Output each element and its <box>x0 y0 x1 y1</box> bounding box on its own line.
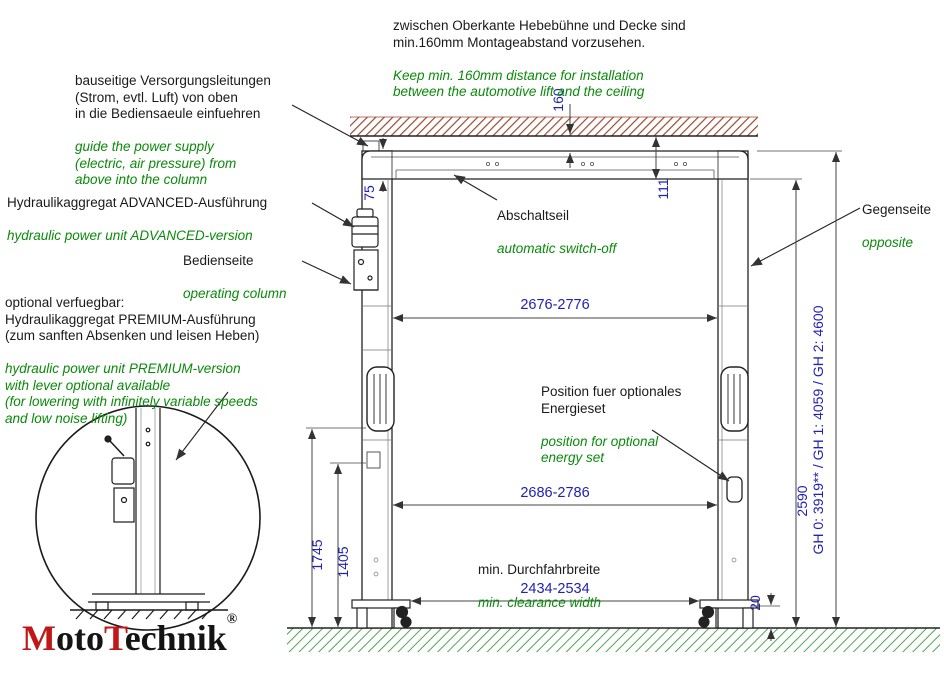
dimension-lines <box>306 104 842 641</box>
leader-power-supply <box>291 104 369 147</box>
note-opposite-side-de: Gegenseite <box>862 202 932 218</box>
hydraulic-unit-advanced <box>351 208 379 291</box>
ceiling-hatch <box>350 116 758 137</box>
note-switch-off-de: Abschaltseil <box>497 208 570 224</box>
dim-2590: 2590 <box>794 485 810 516</box>
note-switch-off-en: automatic switch-off <box>497 241 617 257</box>
note-energy-set-en: position for optional energy set <box>541 433 659 466</box>
lift-structure <box>351 140 759 629</box>
note-operating-column-de: Bedienseite <box>183 253 254 269</box>
note-clearance-width-en: min. clearance width <box>478 595 602 611</box>
mototechnik-logo: MotoTechnik® <box>22 613 237 658</box>
dim-20: 20 <box>747 595 763 611</box>
dim-111: 111 <box>655 178 671 199</box>
energy-set-position-marker <box>726 476 743 503</box>
dim-1405: 1405 <box>335 546 351 577</box>
note-hydraulic-premium: optional verfuegbar: Hydraulikaggregat P… <box>5 279 259 444</box>
note-ceiling-distance-en: Keep min. 160mm distance for installatio… <box>393 67 645 100</box>
logo-echnik: echnik <box>124 618 227 658</box>
leader-opposite-column <box>750 207 861 267</box>
leader-premium-detail <box>175 391 229 461</box>
dim-75: 75 <box>361 185 377 201</box>
note-hydraulic-premium-de: optional verfuegbar: Hydraulikaggregat P… <box>5 295 260 344</box>
leader-advanced-unit <box>311 202 355 228</box>
leader-operating-column <box>301 260 352 285</box>
note-opposite-side-en: opposite <box>862 235 914 251</box>
left-column-panel <box>366 451 381 469</box>
floor-hatch <box>287 627 940 652</box>
carriage-pads <box>366 366 749 432</box>
note-switch-off: Abschaltseil automatic switch-off <box>497 192 616 274</box>
note-hydraulic-premium-en: hydraulic power unit PREMIUM-version wit… <box>5 361 258 426</box>
note-hydraulic-advanced-de: Hydraulikaggregat ADVANCED-Ausführung <box>7 195 268 211</box>
logo-letter-t: T <box>103 618 125 658</box>
detail-circle-premium <box>35 405 261 631</box>
dim-drive-through-width: 2434-2534 <box>520 581 589 597</box>
note-opposite-side: Gegenseite opposite <box>862 186 931 268</box>
note-clearance-width-de: min. Durchfahrbreite <box>478 562 601 578</box>
dim-inner-width-bottom: 2686-2786 <box>520 485 589 501</box>
note-ceiling-distance: zwischen Oberkante Hebebühne und Decke s… <box>393 2 686 117</box>
logo-registered-mark: ® <box>226 612 238 627</box>
leader-lines <box>175 104 861 482</box>
cable-entry-box <box>362 140 380 152</box>
base-plates <box>351 599 759 629</box>
note-power-supply: bauseitige Versorgungsleitungen (Strom, … <box>75 57 271 205</box>
note-operating-column: Bedienseite operating column <box>183 237 287 319</box>
leader-switch-off <box>453 174 498 201</box>
left-roller <box>395 605 409 619</box>
dim-overall-height: GH 0: 3919** / GH 1: 4059 / GH 2: 4600 <box>810 305 826 554</box>
premium-lever <box>109 440 125 457</box>
logo-oto: oto <box>55 618 104 658</box>
premium-motor <box>111 457 135 485</box>
note-energy-set-de: Position fuer optionales Energieset <box>541 384 682 416</box>
dim-ceiling-gap: 160 <box>550 88 566 112</box>
note-energy-set: Position fuer optionales Energieset posi… <box>541 368 681 483</box>
dim-inner-width-top: 2676-2776 <box>520 297 589 313</box>
right-roller <box>701 605 715 619</box>
dim-1745: 1745 <box>309 539 325 570</box>
note-hydraulic-advanced: Hydraulikaggregat ADVANCED-Ausführung hy… <box>7 179 267 261</box>
note-power-supply-en: guide the power supply (electric, air pr… <box>75 139 237 188</box>
leader-energy-set <box>651 429 730 482</box>
note-hydraulic-advanced-en: hydraulic power unit ADVANCED-version <box>7 228 253 244</box>
logo-letter-m: M <box>22 618 56 658</box>
cross-beam <box>361 150 749 180</box>
note-operating-column-en: operating column <box>183 286 287 302</box>
premium-tank <box>113 487 135 523</box>
note-ceiling-distance-de: zwischen Oberkante Hebebühne und Decke s… <box>393 18 686 50</box>
note-power-supply-de: bauseitige Versorgungsleitungen (Strom, … <box>75 73 271 122</box>
dimension-labels: 160 75 111 2676-2776 2686-2786 2434-2534… <box>309 88 826 611</box>
note-clearance-width: min. Durchfahrbreite min. clearance widt… <box>478 546 601 628</box>
